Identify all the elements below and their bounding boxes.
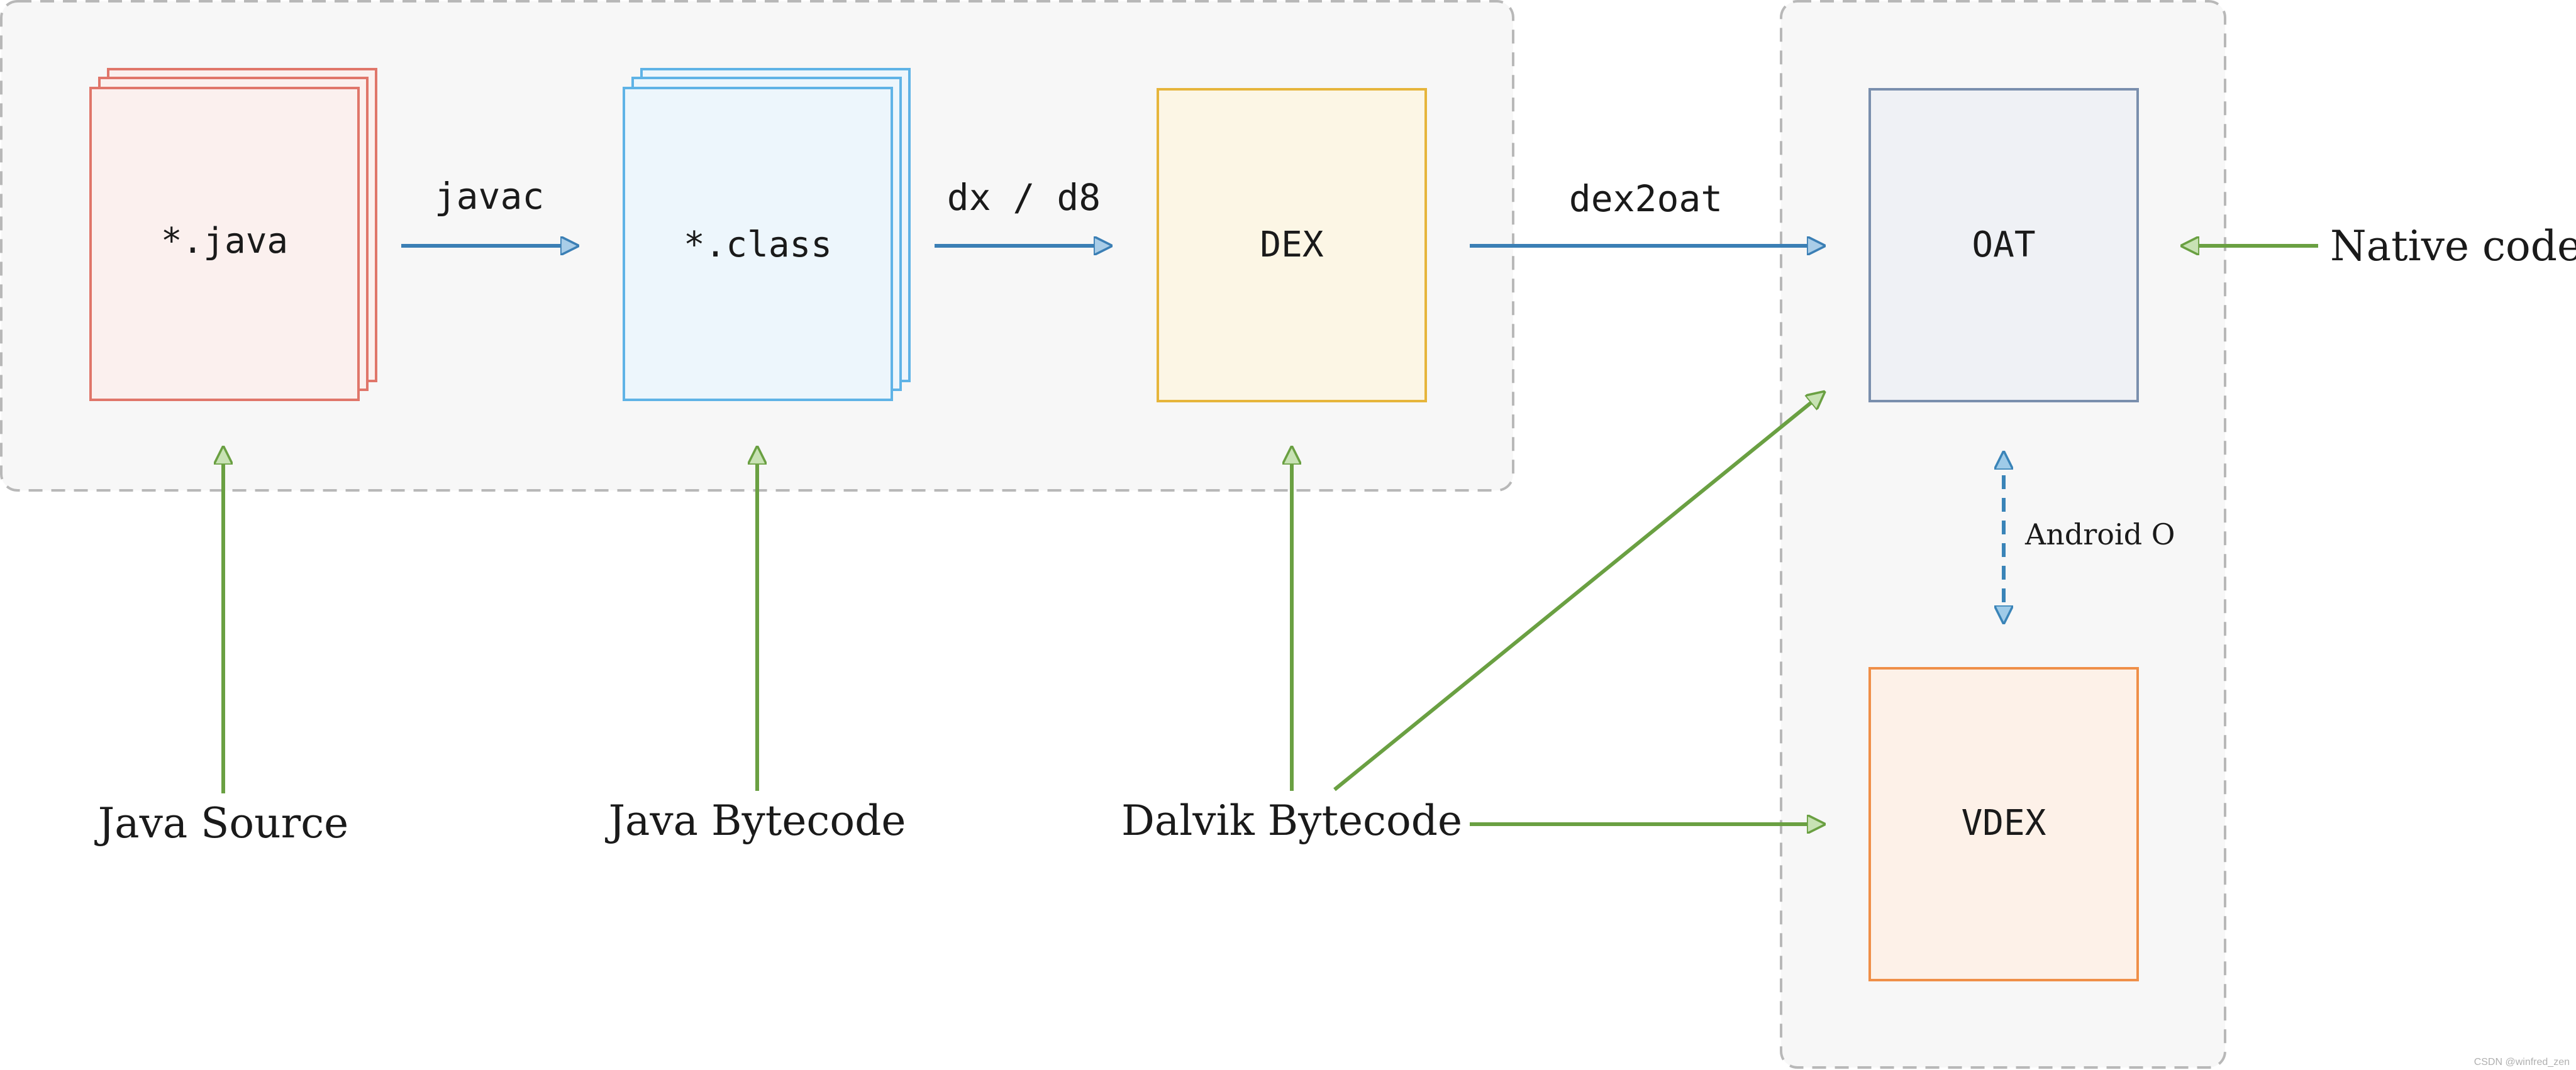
dex-box: DEX: [1157, 88, 1427, 402]
java-bytecode-label: Java Bytecode: [605, 797, 906, 845]
java-file-label: *.java: [161, 221, 288, 262]
watermark: CSDN @winfred_zen: [2474, 1057, 2570, 1067]
android-o-label: Android O: [2024, 517, 2175, 551]
class-file-label: *.class: [684, 224, 832, 265]
java-source-label: Java Source: [94, 799, 348, 847]
dex-label: DEX: [1260, 224, 1323, 265]
dex2oat-label: dex2oat: [1569, 177, 1723, 220]
vdex-box: VDEX: [1868, 667, 2139, 981]
oat-box: OAT: [1868, 88, 2139, 402]
dalvik-to-oat-arrow: [1333, 392, 1824, 791]
oat-label: OAT: [1972, 224, 2035, 265]
java-file-stack: *.java: [89, 68, 377, 401]
javac-label: javac: [435, 175, 545, 218]
vdex-label: VDEX: [1962, 803, 2046, 844]
dalvik-bytecode-label: Dalvik Bytecode: [1121, 797, 1462, 845]
native-code-label: Native code: [2330, 222, 2576, 270]
class-file-stack: *.class: [623, 68, 911, 401]
dx-d8-label: dx / d8: [947, 176, 1101, 219]
